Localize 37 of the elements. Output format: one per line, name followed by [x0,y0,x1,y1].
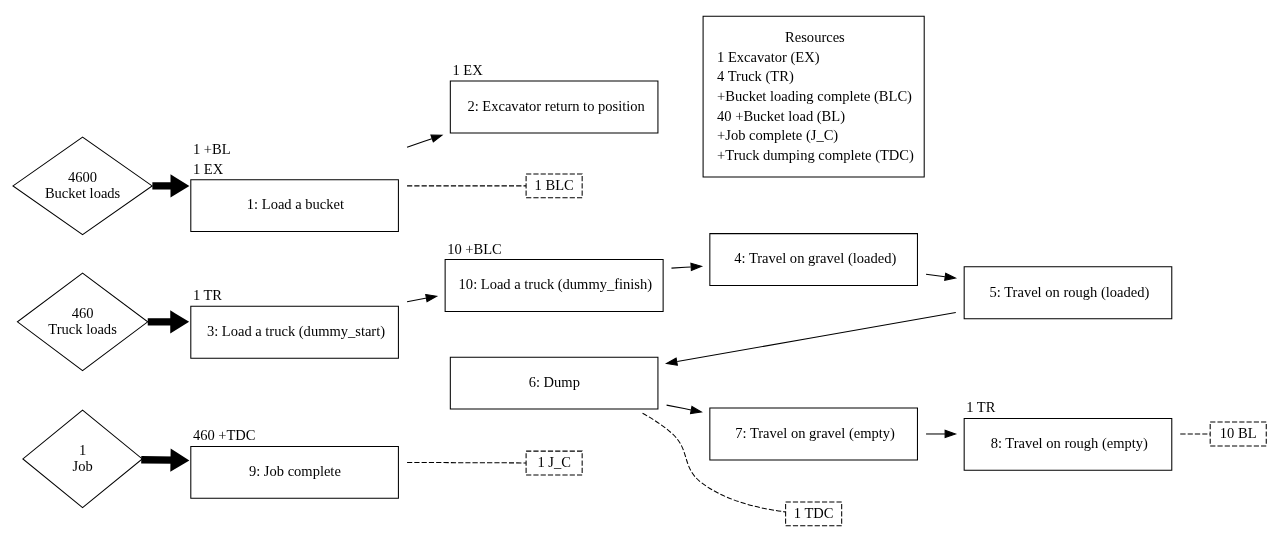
arrow [406,134,444,148]
node-label: 1 EX [452,61,483,78]
node-box: 8: Travel on rough (empty) [963,417,1173,471]
node-box: 1 J_C [525,450,583,475]
node-diamond: 460 Truck loads [16,271,149,371]
connector [1179,432,1211,434]
node-box: Resources 1 Excavator (EX) 4 Truck (TR) +Bucket loading complete (BLC) 40 +Bucket load (BL) +Job complete (J_C) +Truck dumping complete (TDC) [702,15,925,178]
node-box: 5: Travel on rough (loaded) [963,265,1173,319]
arrow [670,262,704,271]
connector [406,461,527,463]
node-diamond: 4600 Bucket loads [12,135,154,235]
node-label: 460 +TDC [192,426,256,443]
node-box: 1 TDC [785,500,843,526]
node-box: 10: Load a truck (dummy_finish) [444,258,664,312]
node-box: 2: Excavator return to position [449,80,659,133]
node-box: 9: Job complete [190,445,399,499]
arrow [666,404,703,414]
arrow [406,293,439,303]
connector [642,412,786,512]
node-box: 10 BL [1209,421,1267,446]
arrow [665,311,957,366]
node-box: 6: Dump [449,356,659,410]
node-label: 10 +BLC [447,240,502,257]
arrow [925,429,958,438]
node-label: 1 TR [966,398,996,415]
node-diamond: 1 Job [22,408,144,508]
connector [406,184,527,186]
node-label: 1 TR [192,286,223,303]
arrow [925,271,958,281]
node-box: 1 BLC [525,172,583,198]
node-label: 1 EX [192,160,224,177]
node-label: 1 +BL [192,140,231,157]
node-box: 1: Load a bucket [190,178,399,232]
node-box: 3: Load a truck (dummy_start) [190,305,399,359]
node-box: 4: Travel on gravel (loaded) [709,232,918,286]
node-box: 7: Travel on gravel (empty) [709,407,918,460]
arrow [147,309,190,333]
